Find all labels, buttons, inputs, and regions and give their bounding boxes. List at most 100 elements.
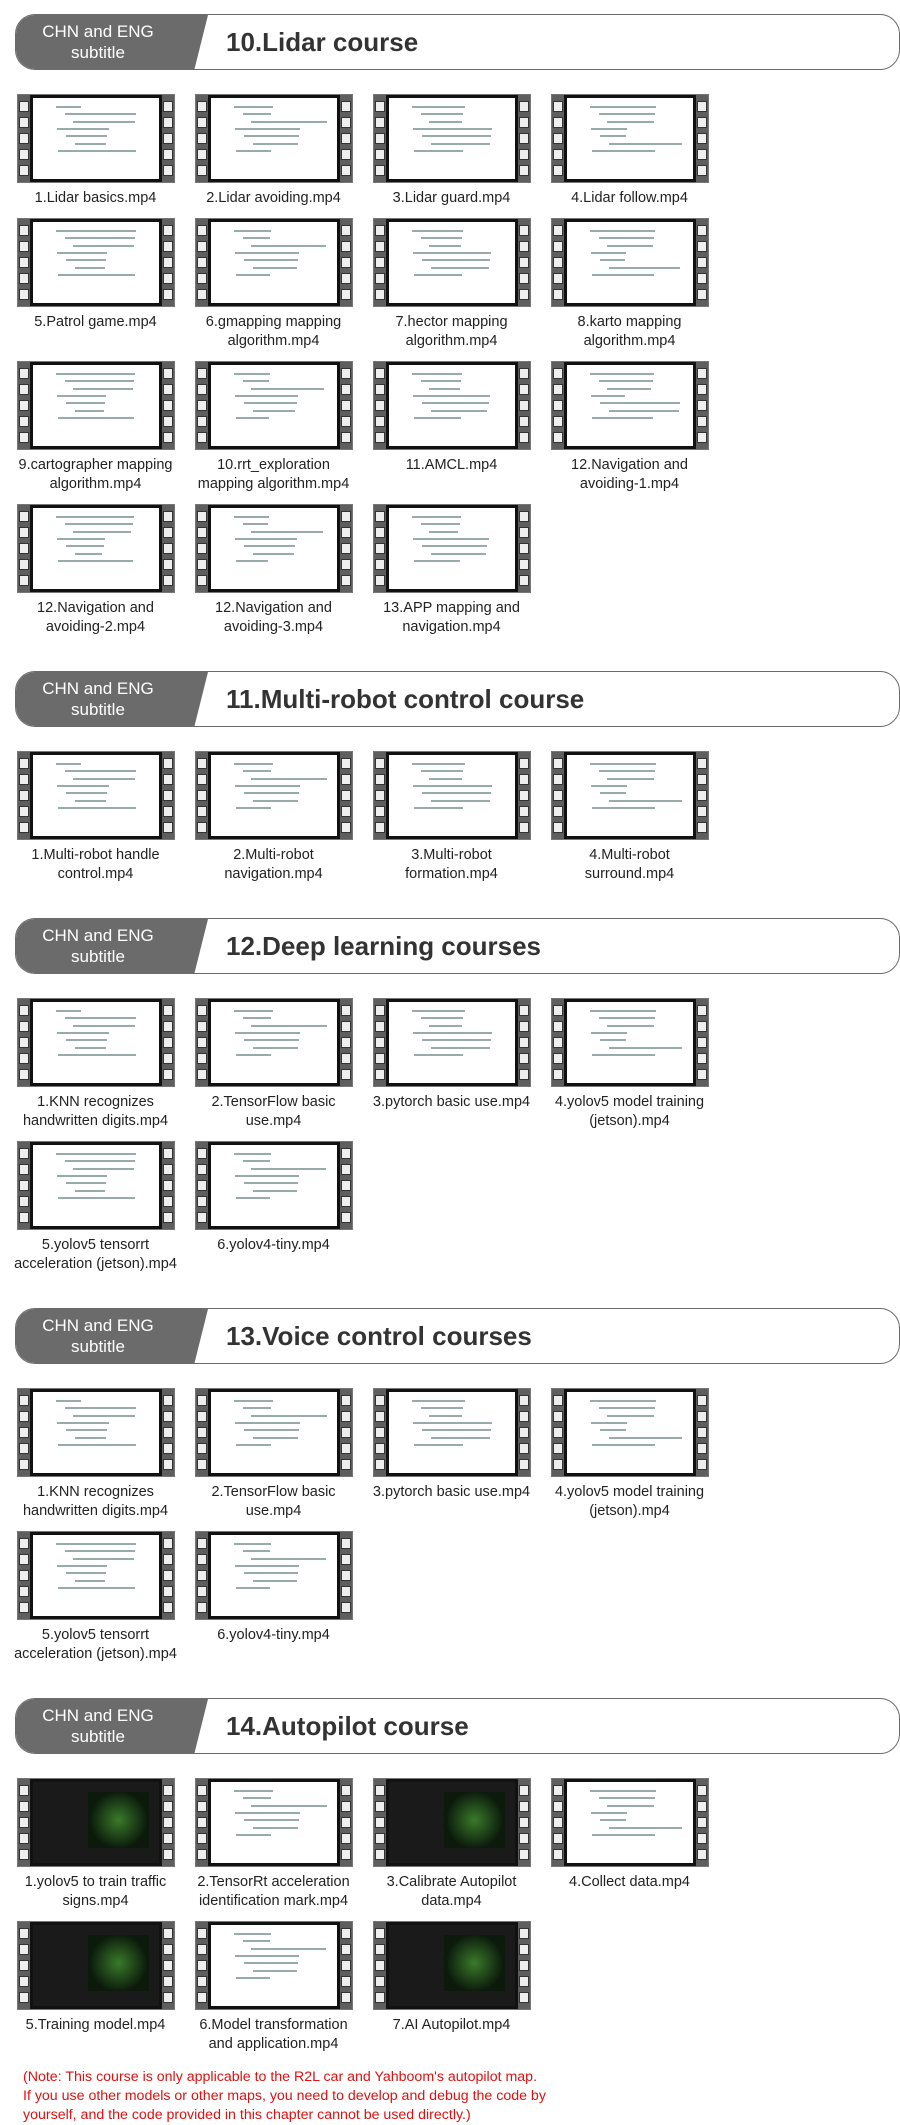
video-filename[interactable]: 4.yolov5 model training (jetson).mp4 bbox=[554, 1484, 705, 1519]
video-filename[interactable]: 1.Lidar basics.mp4 bbox=[34, 190, 157, 206]
video-thumbnail[interactable] bbox=[551, 94, 709, 183]
video-item[interactable]: 2.TensorRt acceleration identification m… bbox=[195, 1778, 373, 1911]
video-filename[interactable]: 7.hector mapping algorithm.mp4 bbox=[395, 314, 508, 349]
video-item[interactable]: 1.Multi-robot handle control.mp4 bbox=[17, 751, 195, 884]
video-item[interactable]: 4.Collect data.mp4 bbox=[551, 1778, 729, 1911]
video-filename[interactable]: 12.Navigation and avoiding-3.mp4 bbox=[215, 600, 332, 635]
video-item[interactable]: 7.AI Autopilot.mp4 bbox=[373, 1921, 551, 2054]
video-item[interactable]: 3.pytorch basic use.mp4 bbox=[373, 1388, 551, 1521]
video-thumbnail[interactable] bbox=[195, 1921, 353, 2010]
video-item[interactable]: 13.APP mapping and navigation.mp4 bbox=[373, 504, 551, 637]
video-filename[interactable]: 13.APP mapping and navigation.mp4 bbox=[383, 600, 520, 635]
video-item[interactable]: 5.Training model.mp4 bbox=[17, 1921, 195, 2054]
video-filename[interactable]: 3.Calibrate Autopilot data.mp4 bbox=[386, 1874, 517, 1909]
video-thumbnail[interactable] bbox=[551, 751, 709, 840]
video-thumbnail[interactable] bbox=[195, 1141, 353, 1230]
video-thumbnail[interactable] bbox=[17, 998, 175, 1087]
video-thumbnail[interactable] bbox=[373, 94, 531, 183]
video-filename[interactable]: 2.TensorFlow basic use.mp4 bbox=[211, 1094, 336, 1129]
video-filename[interactable]: 6.gmapping mapping algorithm.mp4 bbox=[205, 314, 342, 349]
video-filename[interactable]: 11.AMCL.mp4 bbox=[405, 457, 498, 473]
video-thumbnail[interactable] bbox=[17, 361, 175, 450]
video-thumbnail[interactable] bbox=[373, 1778, 531, 1867]
video-item[interactable]: 11.AMCL.mp4 bbox=[373, 361, 551, 494]
video-filename[interactable]: 7.AI Autopilot.mp4 bbox=[392, 2017, 511, 2033]
video-thumbnail[interactable] bbox=[373, 504, 531, 593]
video-filename[interactable]: 1.Multi-robot handle control.mp4 bbox=[31, 847, 160, 882]
video-item[interactable]: 1.KNN recognizes handwritten digits.mp4 bbox=[17, 998, 195, 1131]
video-item[interactable]: 4.yolov5 model training (jetson).mp4 bbox=[551, 1388, 729, 1521]
video-thumbnail[interactable] bbox=[195, 94, 353, 183]
video-item[interactable]: 4.Multi-robot surround.mp4 bbox=[551, 751, 729, 884]
video-filename[interactable]: 6.yolov4-tiny.mp4 bbox=[217, 1237, 330, 1253]
video-item[interactable]: 2.Multi-robot navigation.mp4 bbox=[195, 751, 373, 884]
video-filename[interactable]: 5.yolov5 tensorrt acceleration (jetson).… bbox=[14, 1627, 177, 1662]
video-item[interactable]: 4.Lidar follow.mp4 bbox=[551, 94, 729, 208]
video-thumbnail[interactable] bbox=[373, 998, 531, 1087]
video-thumbnail[interactable] bbox=[17, 94, 175, 183]
video-item[interactable]: 8.karto mapping algorithm.mp4 bbox=[551, 218, 729, 351]
video-item[interactable]: 12.Navigation and avoiding-3.mp4 bbox=[195, 504, 373, 637]
video-item[interactable]: 5.yolov5 tensorrt acceleration (jetson).… bbox=[14, 1141, 195, 1274]
video-thumbnail[interactable] bbox=[195, 751, 353, 840]
video-filename[interactable]: 3.Multi-robot formation.mp4 bbox=[405, 847, 498, 882]
video-item[interactable]: 6.gmapping mapping algorithm.mp4 bbox=[195, 218, 373, 351]
video-item[interactable]: 1.yolov5 to train traffic signs.mp4 bbox=[17, 1778, 195, 1911]
video-filename[interactable]: 5.yolov5 tensorrt acceleration (jetson).… bbox=[14, 1237, 177, 1272]
video-filename[interactable]: 6.Model transformation and application.m… bbox=[199, 2017, 348, 2052]
video-thumbnail[interactable] bbox=[195, 998, 353, 1087]
video-filename[interactable]: 10.rrt_exploration mapping algorithm.mp4 bbox=[197, 457, 350, 492]
video-filename[interactable]: 2.Multi-robot navigation.mp4 bbox=[224, 847, 323, 882]
video-item[interactable]: 2.TensorFlow basic use.mp4 bbox=[195, 998, 373, 1131]
video-item[interactable]: 6.yolov4-tiny.mp4 bbox=[195, 1141, 373, 1274]
video-filename[interactable]: 5.Training model.mp4 bbox=[25, 2017, 166, 2033]
video-thumbnail[interactable] bbox=[17, 751, 175, 840]
video-filename[interactable]: 1.yolov5 to train traffic signs.mp4 bbox=[24, 1874, 167, 1909]
video-thumbnail[interactable] bbox=[195, 218, 353, 307]
video-thumbnail[interactable] bbox=[551, 998, 709, 1087]
video-filename[interactable]: 2.TensorFlow basic use.mp4 bbox=[211, 1484, 336, 1519]
video-thumbnail[interactable] bbox=[551, 1388, 709, 1477]
video-item[interactable]: 12.Navigation and avoiding-1.mp4 bbox=[551, 361, 729, 494]
video-item[interactable]: 1.KNN recognizes handwritten digits.mp4 bbox=[17, 1388, 195, 1521]
video-filename[interactable]: 4.yolov5 model training (jetson).mp4 bbox=[554, 1094, 705, 1129]
video-filename[interactable]: 12.Navigation and avoiding-2.mp4 bbox=[37, 600, 154, 635]
video-thumbnail[interactable] bbox=[551, 218, 709, 307]
video-filename[interactable]: 6.yolov4-tiny.mp4 bbox=[217, 1627, 330, 1643]
video-thumbnail[interactable] bbox=[17, 218, 175, 307]
video-filename[interactable]: 4.Multi-robot surround.mp4 bbox=[584, 847, 675, 882]
video-thumbnail[interactable] bbox=[195, 1778, 353, 1867]
video-filename[interactable]: 1.KNN recognizes handwritten digits.mp4 bbox=[22, 1094, 169, 1129]
video-thumbnail[interactable] bbox=[17, 1388, 175, 1477]
video-filename[interactable]: 12.Navigation and avoiding-1.mp4 bbox=[571, 457, 688, 492]
video-filename[interactable]: 3.Lidar guard.mp4 bbox=[392, 190, 511, 206]
video-filename[interactable]: 8.karto mapping algorithm.mp4 bbox=[577, 314, 682, 349]
video-thumbnail[interactable] bbox=[195, 504, 353, 593]
video-filename[interactable]: 1.KNN recognizes handwritten digits.mp4 bbox=[22, 1484, 169, 1519]
video-filename[interactable]: 5.Patrol game.mp4 bbox=[34, 314, 157, 330]
video-thumbnail[interactable] bbox=[373, 361, 531, 450]
video-thumbnail[interactable] bbox=[551, 361, 709, 450]
video-item[interactable]: 2.TensorFlow basic use.mp4 bbox=[195, 1388, 373, 1521]
video-thumbnail[interactable] bbox=[373, 218, 531, 307]
video-thumbnail[interactable] bbox=[195, 361, 353, 450]
video-item[interactable]: 3.Multi-robot formation.mp4 bbox=[373, 751, 551, 884]
video-filename[interactable]: 4.Lidar follow.mp4 bbox=[571, 190, 688, 206]
video-item[interactable]: 10.rrt_exploration mapping algorithm.mp4 bbox=[195, 361, 373, 494]
video-item[interactable]: 5.Patrol game.mp4 bbox=[17, 218, 195, 351]
video-filename[interactable]: 4.Collect data.mp4 bbox=[569, 1874, 690, 1890]
video-thumbnail[interactable] bbox=[373, 1388, 531, 1477]
video-thumbnail[interactable] bbox=[195, 1531, 353, 1620]
video-thumbnail[interactable] bbox=[195, 1388, 353, 1477]
video-item[interactable]: 7.hector mapping algorithm.mp4 bbox=[373, 218, 551, 351]
video-thumbnail[interactable] bbox=[551, 1778, 709, 1867]
video-thumbnail[interactable] bbox=[17, 1141, 175, 1230]
video-item[interactable]: 1.Lidar basics.mp4 bbox=[17, 94, 195, 208]
video-item[interactable]: 3.Lidar guard.mp4 bbox=[373, 94, 551, 208]
video-thumbnail[interactable] bbox=[373, 751, 531, 840]
video-filename[interactable]: 3.pytorch basic use.mp4 bbox=[372, 1094, 531, 1110]
video-item[interactable]: 3.pytorch basic use.mp4 bbox=[373, 998, 551, 1131]
video-item[interactable]: 2.Lidar avoiding.mp4 bbox=[195, 94, 373, 208]
video-filename[interactable]: 2.TensorRt acceleration identification m… bbox=[197, 1874, 350, 1909]
video-item[interactable]: 4.yolov5 model training (jetson).mp4 bbox=[551, 998, 729, 1131]
